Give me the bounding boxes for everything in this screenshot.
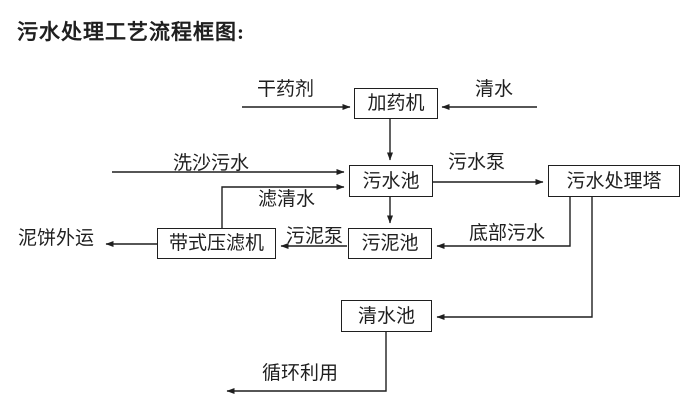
node-dosing-machine: 加药机 — [354, 88, 438, 119]
edge-label-bottom-sewage: 底部污水 — [469, 223, 546, 244]
node-sewage-pool: 污水池 — [349, 165, 433, 197]
arrow-tower-to-clean-water-pool — [436, 197, 593, 320]
page-title: 污水处理工艺流程框图: — [17, 20, 245, 44]
edge-label-mud-cake-out: 泥饼外运 — [18, 228, 95, 249]
edge-label-recycling: 循环利用 — [262, 363, 339, 384]
edge-label-filtered-water: 滤清水 — [258, 189, 316, 210]
node-belt-filter-press: 带式压滤机 — [157, 228, 276, 259]
edge-label-clean-water: 清水 — [475, 79, 514, 100]
arrow-bottom-sewage-tower-to-sludge-pool — [436, 197, 571, 249]
node-clean-water-pool: 清水池 — [341, 300, 432, 332]
edge-label-sand-washing-sewage: 洗沙污水 — [173, 153, 250, 174]
arrow-clean-water-pool-to-recycling — [226, 332, 387, 394]
node-treatment-tower: 污水处理塔 — [548, 165, 680, 197]
edge-label-sludge-pump: 污泥泵 — [286, 226, 344, 247]
arrow-filtered-water-press-to-sewage-pool — [221, 184, 345, 228]
edge-label-dry-chemical: 干药剂 — [257, 79, 315, 100]
node-sludge-pool: 污泥池 — [348, 228, 432, 259]
edge-label-sewage-pump: 污水泵 — [448, 152, 506, 173]
